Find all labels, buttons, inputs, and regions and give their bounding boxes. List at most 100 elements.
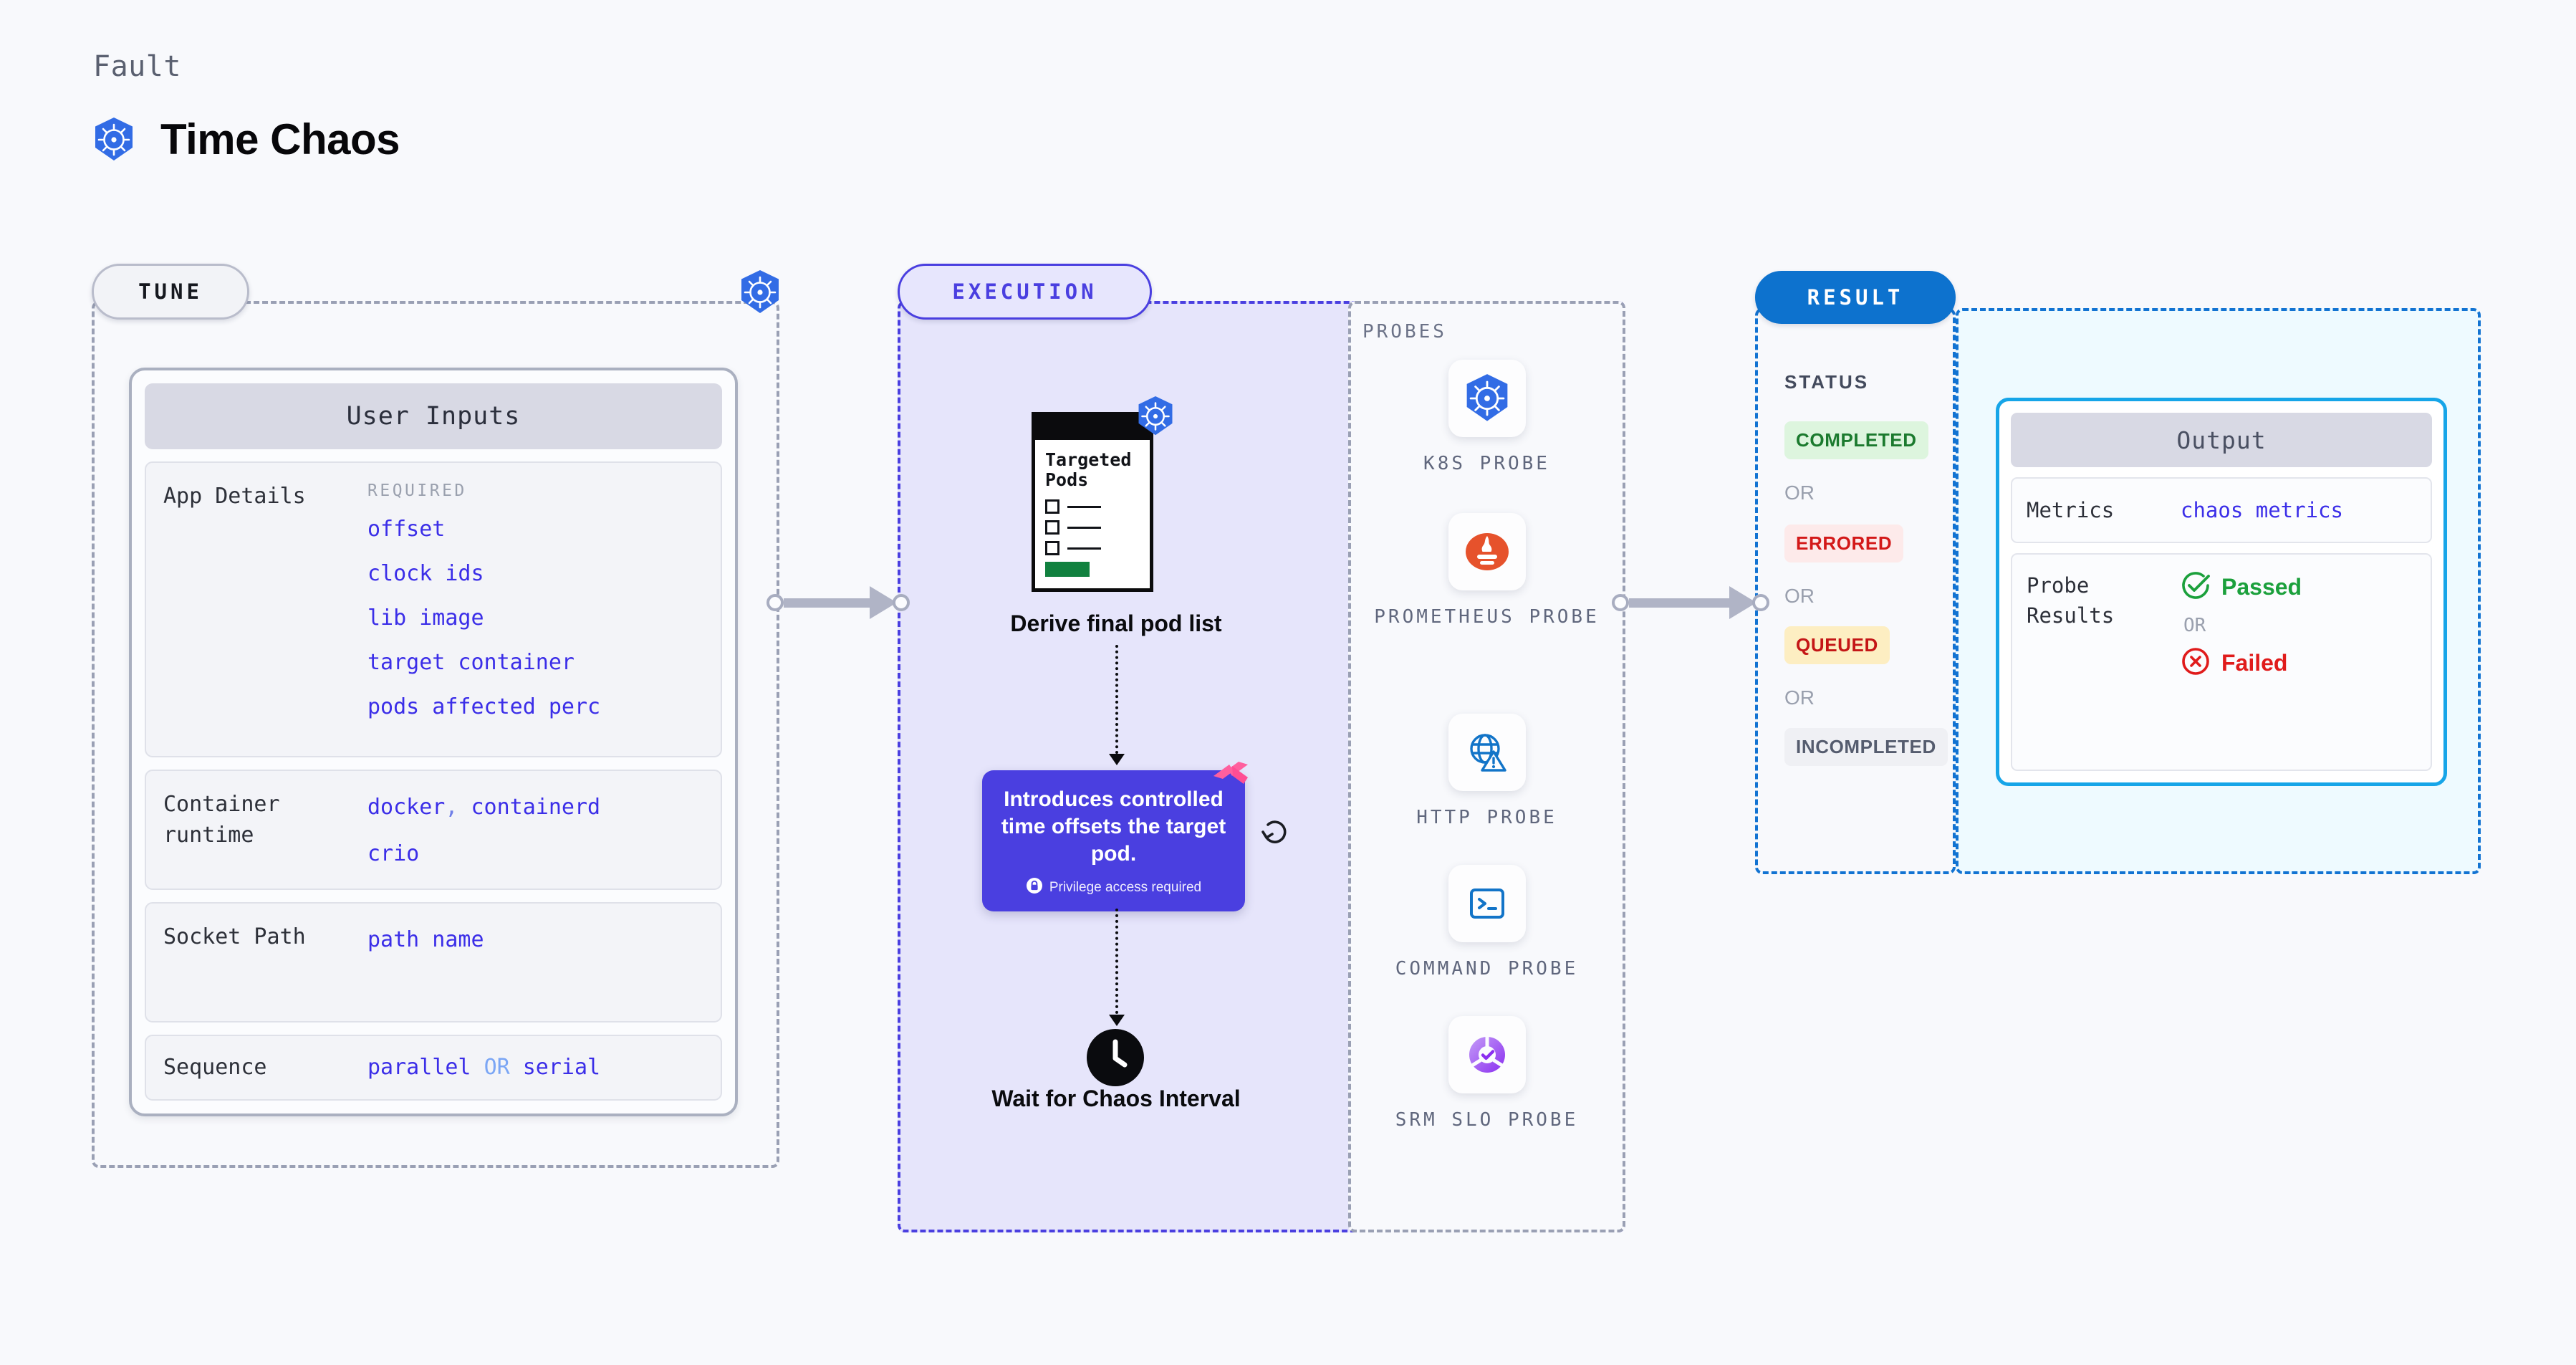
- row-label: Socket Path: [163, 924, 306, 949]
- input-value: pods affected perc: [367, 694, 601, 719]
- probe-label: K8S PROBE: [1423, 453, 1550, 474]
- required-label: REQUIRED: [367, 482, 467, 500]
- probes-title: PROBES: [1363, 321, 1447, 343]
- or-label: OR: [1784, 585, 1815, 607]
- input-row-app-details[interactable]: App Details REQUIRED offset clock ids li…: [145, 461, 722, 757]
- row-label: Probe Results: [2027, 573, 2115, 628]
- list-item: [1045, 499, 1140, 514]
- targeted-pods-card: Targeted Pods: [1032, 396, 1173, 592]
- output-card: Output Metrics chaos metrics Probe Resul…: [1996, 398, 2447, 786]
- input-value: lib image: [367, 605, 484, 631]
- clock-icon: [1084, 1026, 1147, 1092]
- or-label: OR: [1784, 686, 1815, 709]
- separator: OR: [484, 1054, 510, 1080]
- tune-panel-border: [92, 301, 779, 1168]
- probe-prometheus[interactable]: PROMETHEUS PROBE: [1348, 513, 1625, 630]
- probe-k8s[interactable]: K8S PROBE: [1348, 360, 1625, 476]
- user-inputs-card: User Inputs App Details REQUIRED offset …: [129, 368, 738, 1116]
- probe-label: HTTP PROBE: [1416, 807, 1557, 828]
- input-value: crio: [367, 840, 420, 866]
- passed-label: Passed: [2221, 573, 2302, 600]
- probe-srm-slo[interactable]: SRM SLO PROBE: [1348, 1016, 1625, 1133]
- failed-label: Failed: [2221, 649, 2288, 676]
- separator: ,: [445, 795, 458, 820]
- page-title-row: Time Chaos: [92, 115, 400, 164]
- card-titlebar: [1035, 416, 1150, 440]
- or-label: OR: [2183, 615, 2206, 636]
- status-label: STATUS: [1784, 371, 1870, 393]
- status-badge-incompleted: INCOMPLETED: [1784, 728, 1948, 766]
- or-label: OR: [1784, 482, 1815, 504]
- probe-command[interactable]: COMMAND PROBE: [1348, 865, 1625, 982]
- connector-tune-to-execution: [766, 586, 910, 619]
- probe-label: SRM SLO PROBE: [1395, 1109, 1579, 1131]
- pods-card-title: Targeted Pods: [1045, 449, 1132, 490]
- execution-pill: EXECUTION: [898, 264, 1152, 320]
- probe-label: COMMAND PROBE: [1395, 958, 1579, 980]
- flow-line: [1115, 909, 1118, 1020]
- row-label: Container runtime: [163, 792, 280, 848]
- input-value: clock ids: [367, 561, 484, 586]
- check-circle-icon: [2181, 570, 2211, 603]
- checkbox-icon: [1045, 499, 1059, 514]
- globe-warning-icon: [1448, 714, 1526, 791]
- flow-line: [1115, 645, 1118, 760]
- kubernetes-icon: [1448, 360, 1526, 437]
- metrics-value: chaos metrics: [2181, 498, 2343, 522]
- tooltip-note-row: Privilege access required: [996, 877, 1231, 899]
- input-value: path name: [367, 927, 484, 952]
- list-item: [1045, 520, 1140, 535]
- status-badge-queued: QUEUED: [1784, 626, 1890, 664]
- tune-pill: TUNE: [92, 264, 249, 320]
- flow-arrow: [1109, 1015, 1125, 1026]
- runtime-values: docker, containerd: [367, 791, 703, 825]
- connector-execution-to-result: [1612, 586, 1769, 619]
- result-pill: RESULT: [1755, 271, 1956, 324]
- probe-label: PROMETHEUS PROBE: [1374, 606, 1600, 628]
- probe-http[interactable]: HTTP PROBE: [1348, 714, 1625, 830]
- input-value: serial: [522, 1054, 601, 1080]
- output-row-probe-results[interactable]: Probe Results Passed OR: [2011, 553, 2432, 771]
- x-circle-icon: [2181, 646, 2211, 679]
- status-badge-completed: COMPLETED: [1784, 421, 1928, 459]
- fault-eyebrow: Fault: [93, 50, 181, 83]
- user-inputs-title: User Inputs: [145, 383, 722, 449]
- input-value: target container: [367, 650, 575, 675]
- probe-result-failed: Failed: [2181, 646, 2302, 679]
- input-row-container-runtime[interactable]: Container runtime docker, containerd cri…: [145, 770, 722, 890]
- row-label: Sequence: [163, 1054, 267, 1080]
- output-title: Output: [2011, 413, 2432, 467]
- harness-corner-icon: [1211, 762, 1251, 802]
- kubernetes-icon: [1135, 395, 1176, 441]
- row-label: Metrics: [2027, 497, 2115, 522]
- kubernetes-icon: [92, 116, 136, 163]
- page-title: Time Chaos: [160, 115, 400, 163]
- terminal-icon: [1448, 865, 1526, 942]
- fault-description-tooltip: Introduces controlled time offsets the t…: [982, 762, 1248, 912]
- kubernetes-icon: [738, 269, 782, 319]
- input-value: docker: [367, 795, 446, 820]
- probe-result-passed: Passed: [2181, 570, 2302, 603]
- step-caption-wait: Wait for Chaos Interval: [991, 1086, 1241, 1111]
- lock-icon: [1026, 877, 1043, 899]
- input-row-sequence[interactable]: Sequence parallel OR serial: [145, 1035, 722, 1101]
- step-caption-derive: Derive final pod list: [1010, 610, 1222, 636]
- input-value: parallel: [367, 1054, 471, 1080]
- input-value: offset: [367, 517, 446, 542]
- input-value: containerd: [471, 795, 601, 820]
- list-item: [1045, 541, 1140, 555]
- output-row-metrics[interactable]: Metrics chaos metrics: [2011, 477, 2432, 543]
- refresh-loop-icon: [1259, 817, 1292, 853]
- row-label: App Details: [163, 484, 306, 509]
- status-badge-errored: ERRORED: [1784, 525, 1904, 562]
- input-row-socket-path[interactable]: Socket Path path name: [145, 902, 722, 1022]
- flow-arrow: [1109, 754, 1125, 765]
- checkbox-icon: [1045, 541, 1059, 555]
- tooltip-text: Introduces controlled time offsets the t…: [1001, 787, 1226, 866]
- prometheus-icon: [1448, 513, 1526, 590]
- srm-slo-icon: [1448, 1016, 1526, 1093]
- sequence-values: parallel OR serial: [367, 1051, 703, 1085]
- progress-bar: [1045, 562, 1090, 577]
- tooltip-note: Privilege access required: [1049, 880, 1202, 896]
